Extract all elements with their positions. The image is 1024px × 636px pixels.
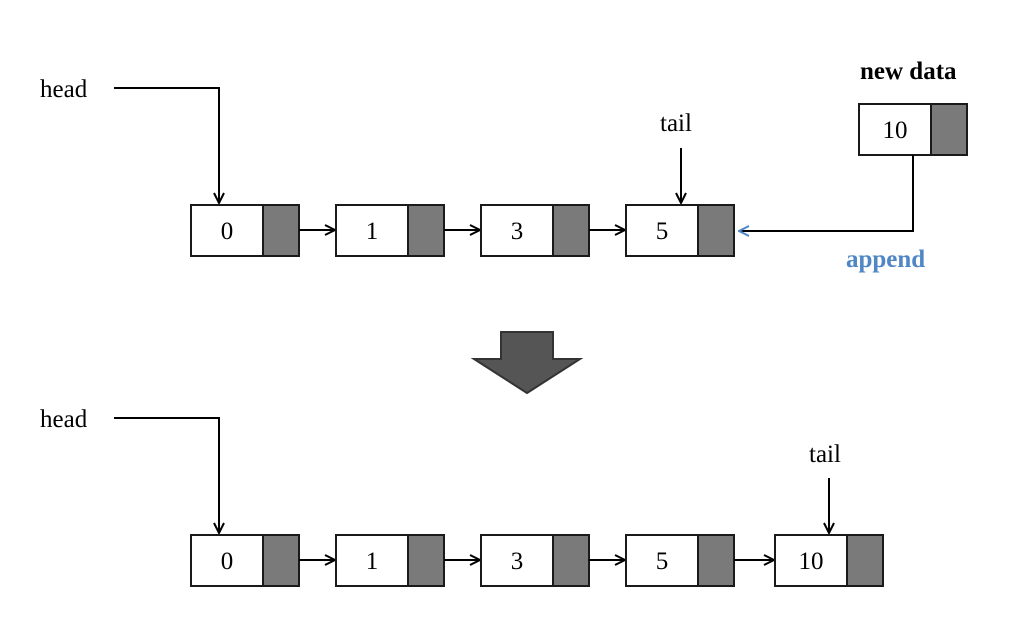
- new-data-title: new data: [860, 58, 957, 85]
- before-list-section: head tail 0 1 3 5: [40, 76, 735, 257]
- tail-label: tail: [660, 110, 692, 137]
- node-value: 5: [656, 218, 669, 245]
- head-pointer-arrow: [114, 87, 219, 203]
- down-arrow-icon: [470, 331, 584, 395]
- node-value: 1: [366, 548, 379, 575]
- tail-label: tail: [809, 441, 841, 468]
- list-node: 1: [335, 534, 445, 587]
- node-value: 10: [799, 548, 824, 575]
- append-label: append: [846, 246, 925, 273]
- node-value-box: [625, 534, 699, 587]
- list-node: 3: [480, 204, 590, 257]
- node-value-box: [625, 204, 699, 257]
- node-value: 5: [656, 548, 669, 575]
- list-node: 3: [480, 534, 590, 587]
- before-node-chain: 0 1 3 5: [190, 204, 735, 257]
- append-arrow: [739, 155, 914, 231]
- node-pointer-box: [697, 204, 735, 257]
- list-node: 5: [625, 534, 735, 587]
- head-pointer-arrow: [114, 417, 219, 533]
- node-value: 3: [511, 218, 524, 245]
- head-label: head: [40, 406, 88, 433]
- node-pointer-box: [407, 534, 445, 587]
- node-value: 0: [221, 218, 234, 245]
- node-value-box: [335, 534, 409, 587]
- list-node: 10: [774, 534, 884, 587]
- node-pointer-box: [552, 204, 590, 257]
- node-value: 1: [366, 218, 379, 245]
- node-pointer-box: [262, 204, 300, 257]
- new-data-section: new data 10 append: [739, 58, 968, 273]
- node-pointer-box: [846, 534, 884, 587]
- new-data-node-pointer-box: [930, 103, 968, 156]
- list-node: 5: [625, 204, 735, 257]
- node-pointer-box: [262, 534, 300, 587]
- list-node: 1: [335, 204, 445, 257]
- list-node: 0: [190, 204, 300, 257]
- new-data-node: 10: [858, 103, 968, 156]
- head-label: head: [40, 76, 88, 103]
- node-value-box: [774, 534, 848, 587]
- node-pointer-box: [697, 534, 735, 587]
- node-value: 0: [221, 548, 234, 575]
- after-list-section: head tail 0 1 3 5 10: [40, 406, 884, 587]
- node-value: 3: [511, 548, 524, 575]
- list-node: 0: [190, 534, 300, 587]
- after-node-chain: 0 1 3 5 10: [190, 534, 884, 587]
- node-pointer-box: [552, 534, 590, 587]
- new-data-node-value: 10: [883, 117, 908, 144]
- node-value-box: [480, 204, 554, 257]
- node-pointer-box: [407, 204, 445, 257]
